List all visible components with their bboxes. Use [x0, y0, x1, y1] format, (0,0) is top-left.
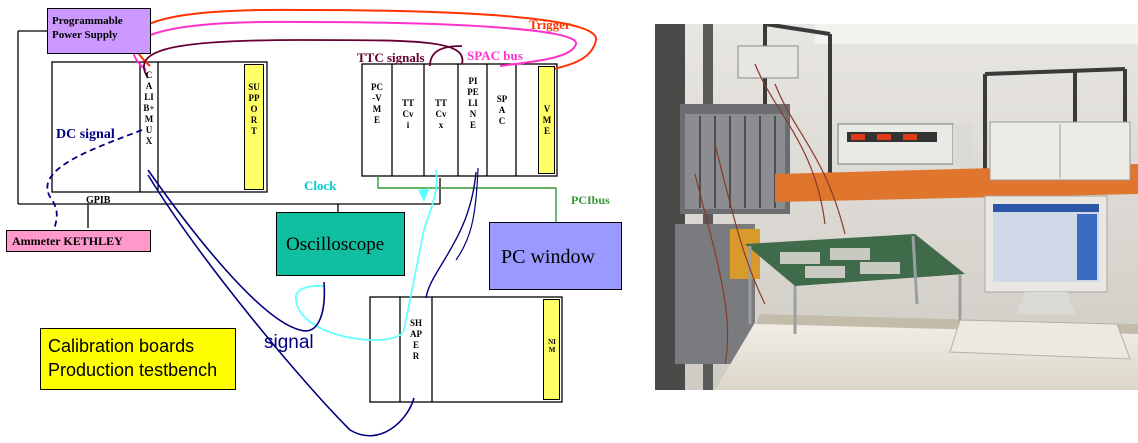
- ttc-vx-label: TTCvx: [435, 98, 448, 130]
- clock-label: Clock: [304, 178, 337, 193]
- oscilloscope-box: [276, 212, 405, 276]
- ttc-signals-label: TTC signals: [357, 50, 425, 65]
- pc-window-box: [489, 222, 622, 290]
- pipeline-label: PIPELINE: [467, 76, 479, 130]
- caption-box: [40, 328, 236, 390]
- testbench-photo: [655, 24, 1138, 390]
- power-supply-box: [47, 8, 151, 54]
- calib-mux-label: CALIB+MUX: [143, 70, 155, 146]
- gpib-label: GPIB: [86, 195, 111, 206]
- pcibus-label: PCIbus: [571, 193, 610, 207]
- ammeter-label: Ammeter KETHLEY: [12, 234, 123, 248]
- nim-slot: [543, 299, 560, 400]
- dc-signal-label: DC signal: [56, 127, 115, 142]
- ttc-vi-label: TTCvi: [402, 98, 415, 130]
- power-supply-label: Programmable Power Supply: [52, 15, 123, 41]
- support-label: SUPPORT: [248, 82, 260, 136]
- caption-line-2: Production testbench: [48, 360, 218, 380]
- nim-label: NIM: [548, 338, 556, 354]
- shaper-label: SHAPER: [410, 318, 423, 361]
- photo-illustration: [655, 24, 1138, 390]
- support-slot: [244, 64, 264, 190]
- caption-line-1: Calibration boards: [48, 336, 195, 356]
- oscilloscope-label: Oscilloscope: [286, 234, 385, 255]
- ammeter-box: [6, 230, 151, 252]
- pc-window-label: PC window: [501, 246, 595, 268]
- signal-label: signal: [264, 332, 314, 353]
- pc-vme-label: PC-VME: [371, 82, 383, 125]
- vme-slot: [538, 66, 555, 174]
- vme-label: VME: [542, 104, 552, 136]
- spac-bus-label: SPAC bus: [467, 48, 523, 63]
- spac-label: SPAC: [496, 94, 508, 126]
- trigger-label: Trigger: [529, 17, 571, 32]
